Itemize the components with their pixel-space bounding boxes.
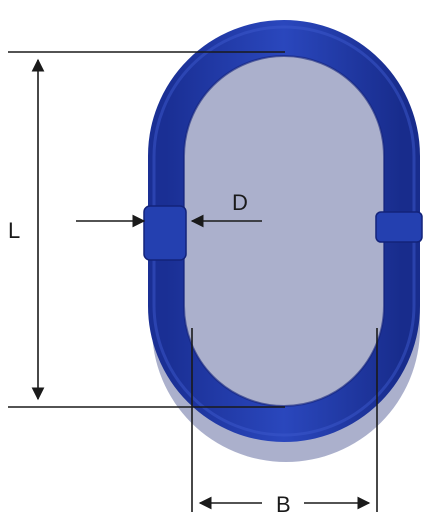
width-label: B bbox=[276, 492, 291, 517]
dimension-width: B bbox=[191, 328, 378, 517]
link-outer-shadow bbox=[152, 32, 420, 462]
length-label: L bbox=[8, 218, 20, 243]
weld-mark-left bbox=[143, 205, 187, 261]
weld-mark-right bbox=[375, 211, 423, 243]
dimension-diameter: D bbox=[76, 190, 262, 228]
diameter-label: D bbox=[232, 190, 248, 215]
dimension-length: L bbox=[8, 51, 285, 408]
master-link bbox=[143, 20, 423, 462]
